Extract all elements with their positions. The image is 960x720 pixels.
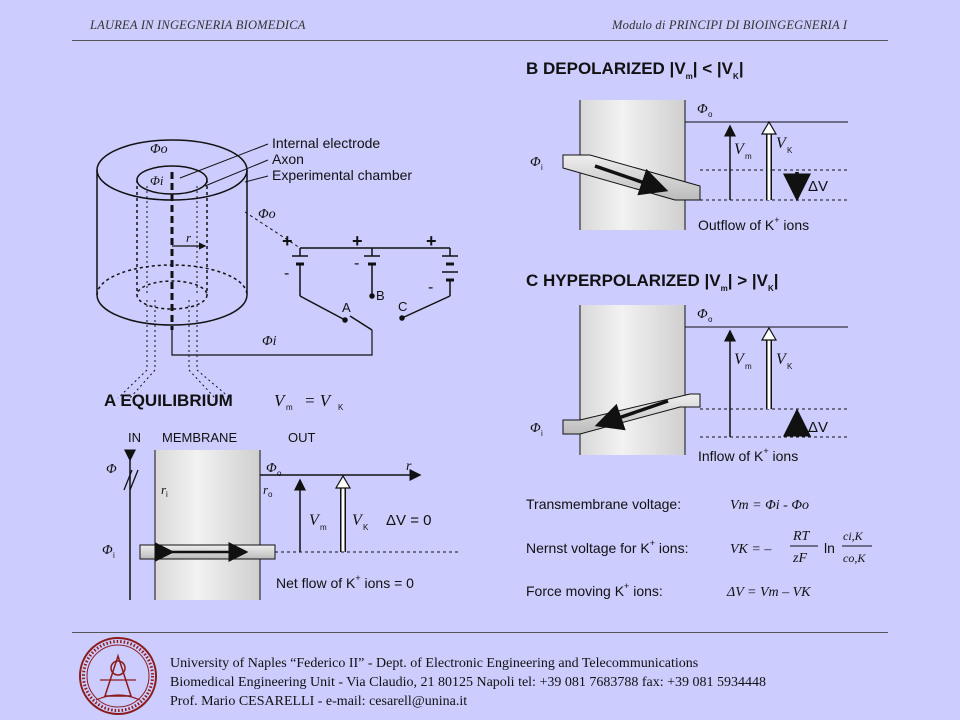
panel-c-dv: ΔV (808, 419, 828, 436)
footer-contact: Prof. Mario CESARELLI - e-mail: cesarell… (170, 694, 468, 709)
eq-nernst-ln: ln (824, 540, 835, 556)
panel-b-flow: Outflow of K+ ions (698, 215, 809, 233)
panel-a-title: A EQUILIBRIUM (104, 391, 233, 410)
setup-r: r (186, 230, 192, 245)
label-membrane: MEMBRANE (162, 430, 237, 445)
panel-a-r-axis: r (406, 459, 412, 474)
label-chamber: Experimental chamber (272, 167, 412, 183)
setup-ext-phi-o: Φo (258, 207, 276, 222)
panel-c-flow: Inflow of K+ ions (698, 446, 798, 464)
battery1-minus: - (284, 265, 289, 282)
panel-b-phi-i: Φ (530, 155, 541, 170)
panel-a-ro-sub: o (268, 490, 273, 499)
panel-a-vm-label-sub: m (320, 523, 327, 532)
label-out: OUT (288, 430, 316, 445)
chamber-top (96, 139, 248, 201)
university-seal (79, 637, 157, 715)
panel-a-phi-o: Φ (266, 461, 277, 476)
setup-ext-phi-i: Φi (262, 334, 277, 349)
panel-a-phi-i: Φ (102, 543, 113, 558)
panel-a-vk-label-sub: K (363, 523, 369, 532)
panel-a-vk-sub: K (338, 403, 344, 412)
eq-nernst-label: Nernst voltage for K+ ions: (526, 538, 688, 556)
panel-c-vm-sub: m (745, 362, 752, 371)
panel-a-ri-sub: i (166, 490, 168, 499)
panel-b-phi-o-sub: o (708, 110, 713, 119)
panel-b-title: B DEPOLARIZED |Vm| < |VK| (526, 59, 744, 81)
panel-a-ro: r (263, 482, 269, 497)
panel-a-phi-i-sub: i (113, 551, 115, 560)
panel-b-vk-sub: K (787, 146, 793, 155)
footer-rule (72, 632, 888, 633)
panel-b-phi-i-sub: i (541, 163, 543, 172)
setup-phi-i: Φi (150, 173, 164, 188)
panel-a-phi: Φ (106, 462, 117, 477)
panel-c-phi-i: Φ (530, 421, 541, 436)
battery2-plus: + (352, 231, 363, 251)
header-module: Modulo di PRINCIPI DI BIOINGEGNERIA I (612, 18, 848, 32)
panel-c-diagram (562, 305, 848, 455)
panel-c-vk-sub: K (787, 362, 793, 371)
panel-a-net-flow: Net flow of K+ ions = 0 (276, 573, 414, 591)
panel-a-vk-label: V (352, 512, 364, 529)
eq-nernst-cnum: ci,K (843, 529, 864, 543)
panel-a-dv: ΔV = 0 (386, 512, 431, 529)
label-in: IN (128, 430, 141, 445)
eq-nernst-cden: co,K (843, 551, 866, 565)
eq-transmembrane: Vm = Φi - Φo (730, 498, 809, 513)
panel-c-phi-i-sub: i (541, 429, 543, 438)
panel-b-phi-o: Φ (697, 102, 708, 117)
label-internal-electrode: Internal electrode (272, 135, 380, 151)
eq-nernst-lhs: VK = – (730, 542, 772, 557)
switch-a: A (342, 300, 351, 315)
panel-a-phi-o-sub: o (277, 469, 282, 478)
eq-force: ΔV = Vm – VK (726, 585, 811, 600)
panel-c-phi-o: Φ (697, 307, 708, 322)
panel-b-vm: V (734, 141, 746, 158)
panel-a-vm-label: V (309, 512, 321, 529)
chamber-bottom (96, 294, 248, 326)
eq-nernst-num: RT (792, 529, 811, 544)
header-rule (72, 40, 888, 41)
panel-c-vk: V (776, 351, 788, 368)
battery3-plus: + (426, 231, 437, 251)
panel-c-title: C HYPERPOLARIZED |Vm| > |VK| (526, 271, 779, 293)
footer-university: University of Naples “Federico II” - Dep… (170, 656, 699, 671)
switch-b: B (376, 288, 385, 303)
battery-circuit (292, 247, 458, 331)
panel-b-dv: ΔV (808, 178, 828, 195)
switch-c: C (398, 299, 407, 314)
label-axon: Axon (272, 151, 304, 167)
eq-force-label: Force moving K+ ions: (526, 581, 663, 599)
experimental-setup (96, 139, 373, 399)
panel-a-vm-sub: m (286, 403, 293, 412)
panel-a-vm: V (274, 391, 287, 410)
footer-address: Biomedical Engineering Unit - Via Claudi… (170, 675, 767, 690)
setup-phi-o: Φo (150, 142, 168, 157)
header-course: LAUREA IN INGEGNERIA BIOMEDICA (90, 18, 306, 32)
panel-b-vk: V (776, 135, 788, 152)
panel-c-vm: V (734, 351, 746, 368)
panel-a-ri: r (161, 482, 167, 497)
panel-b-diagram (562, 100, 848, 230)
panel-b-vm-sub: m (745, 152, 752, 161)
battery2-minus: - (354, 255, 359, 272)
panel-a-eq: = V (304, 391, 333, 410)
eq-transmembrane-label: Transmembrane voltage: (526, 496, 681, 512)
battery1-plus: + (282, 231, 293, 251)
panel-a-diagram (123, 449, 460, 600)
eq-nernst-den: zF (792, 551, 807, 566)
battery3-minus: - (428, 279, 433, 296)
panel-c-phi-o-sub: o (708, 315, 713, 324)
